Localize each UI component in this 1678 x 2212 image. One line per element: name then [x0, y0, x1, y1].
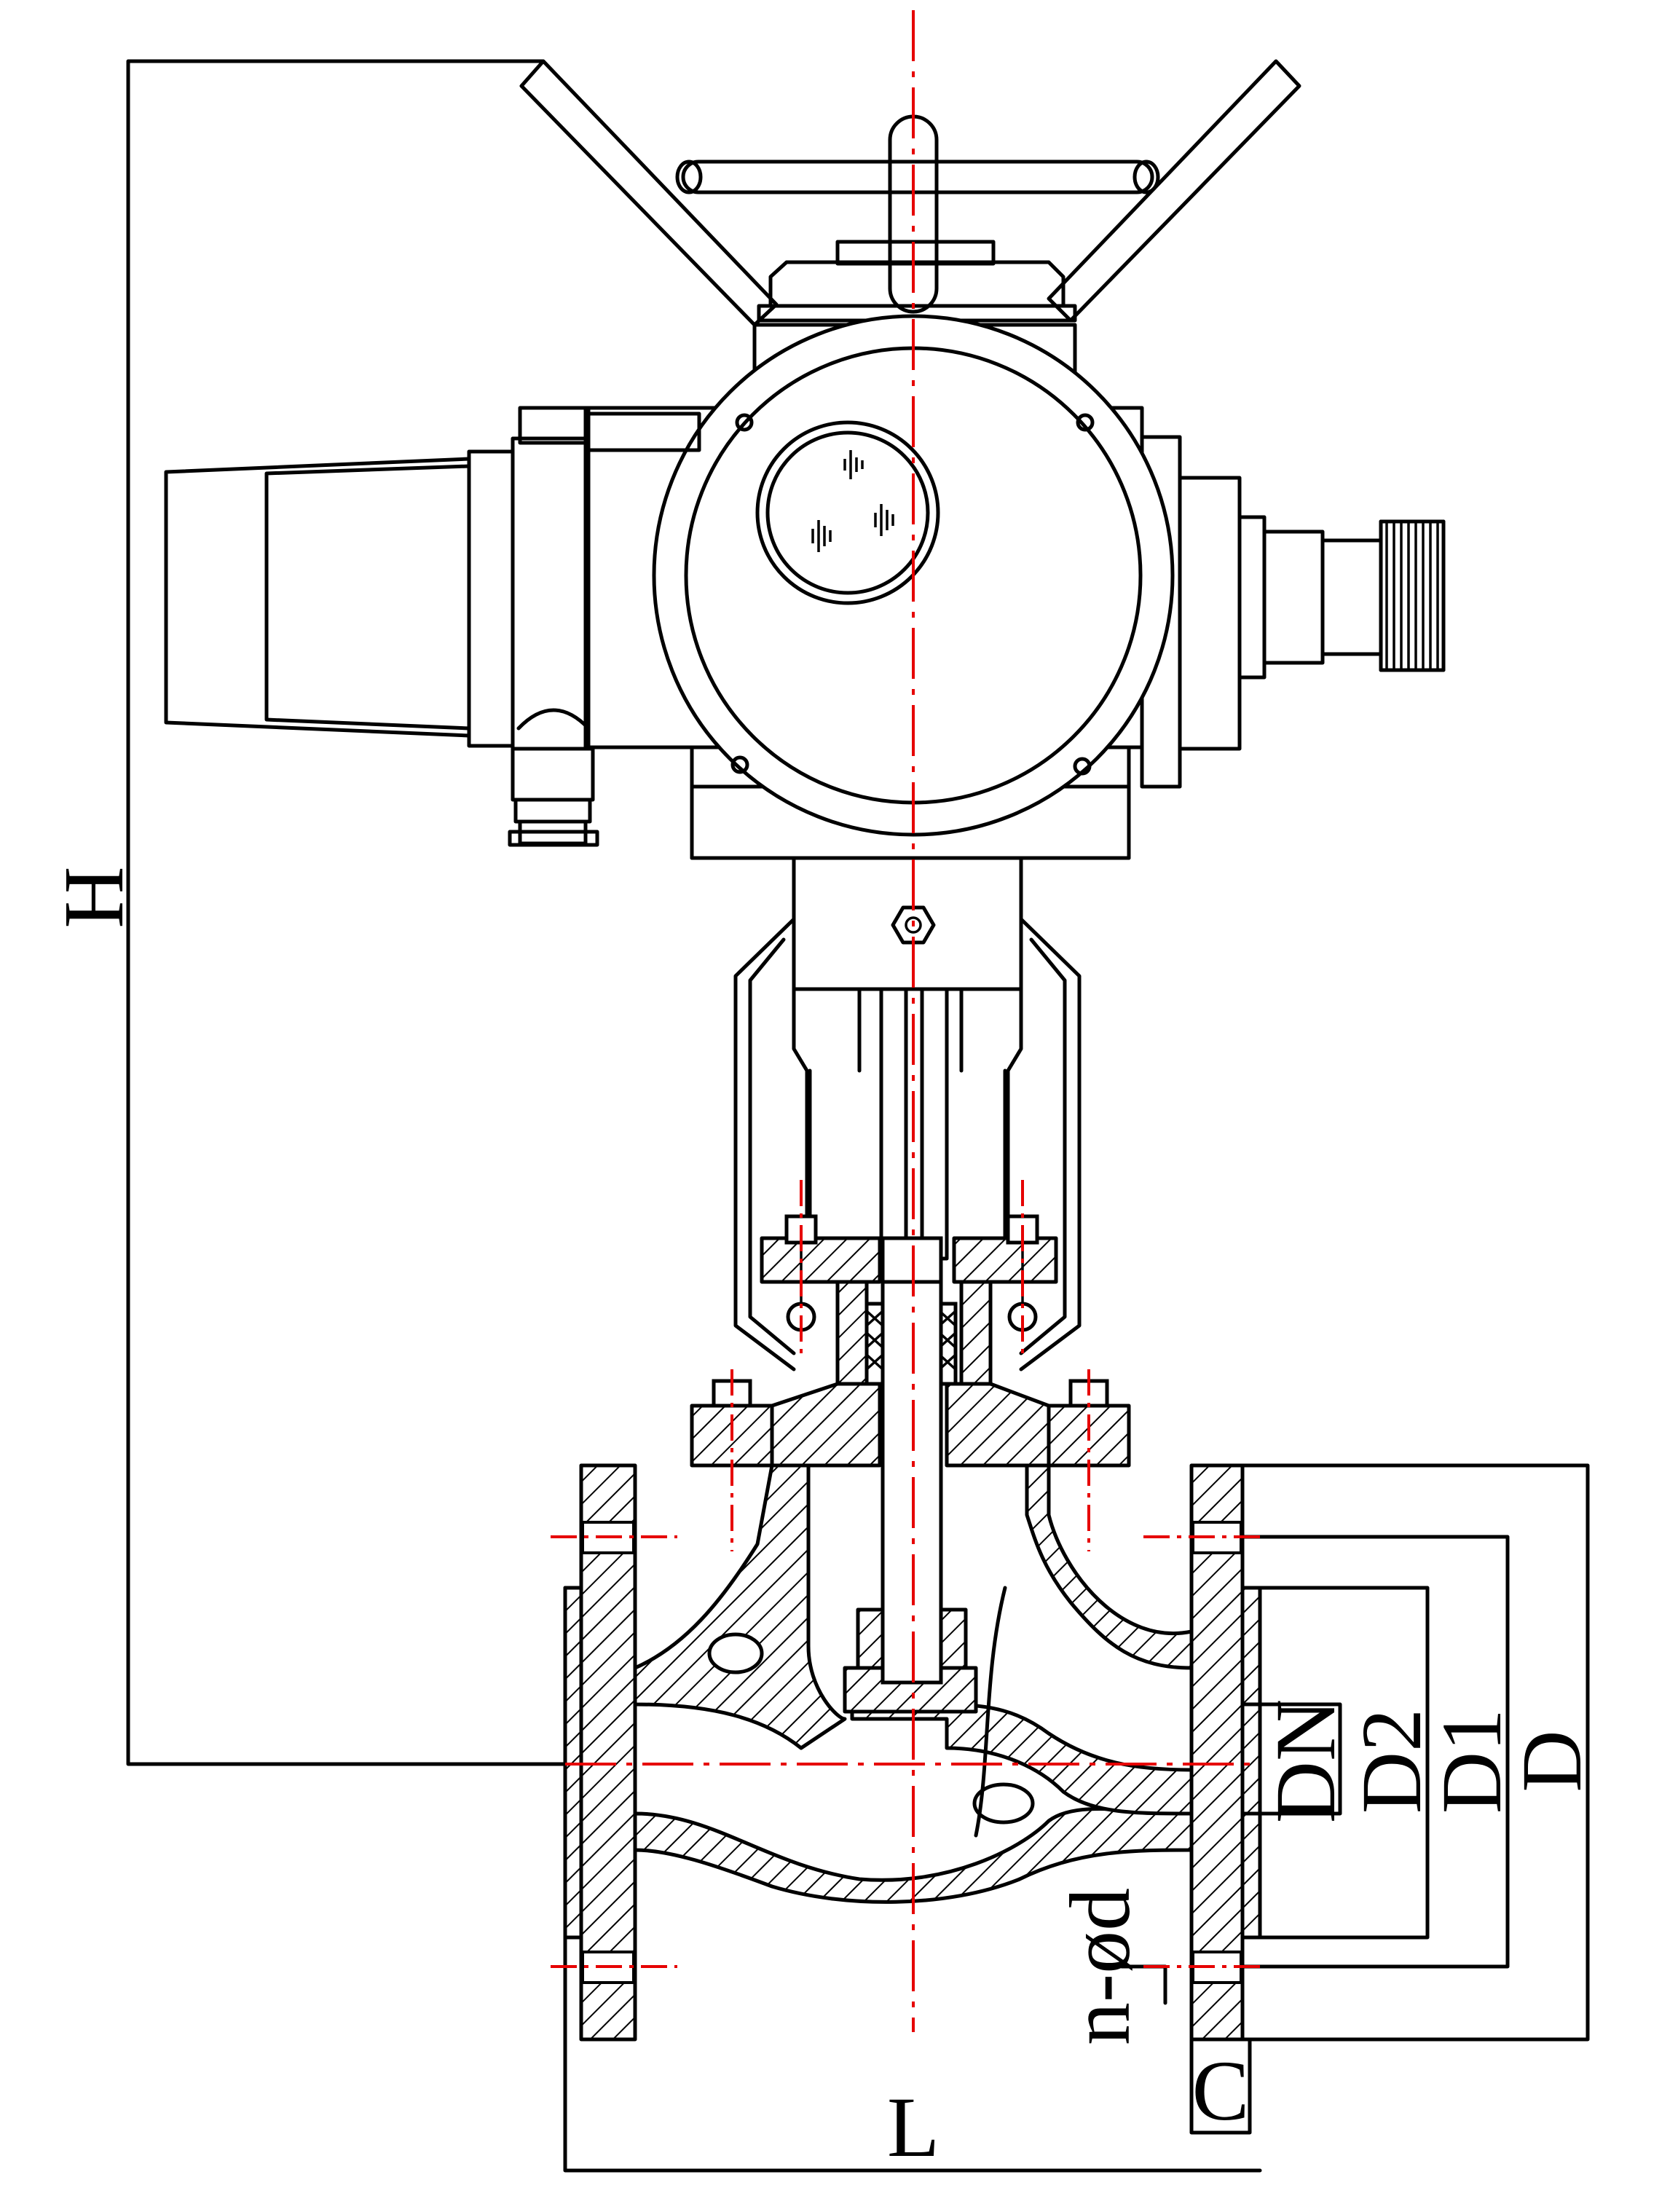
yoke	[733, 856, 1082, 1371]
centerlines	[551, 10, 1267, 2032]
dim-label-c: C	[1192, 2043, 1250, 2138]
valve-body	[563, 1236, 1262, 2173]
dim-label-d2: D2	[1344, 1709, 1439, 1814]
side-knob	[1237, 515, 1446, 680]
electric-actuator	[164, 59, 1446, 860]
indicator-window	[755, 420, 940, 605]
dim-label-bolt-holes: n-ød	[1052, 1888, 1148, 2045]
dim-label-h: H	[46, 866, 141, 928]
flange-dimensions: DN D2 D1 D n-ød C L	[887, 1463, 1599, 2175]
dim-label-d1: D1	[1424, 1709, 1519, 1814]
handwheel-icon	[519, 59, 1301, 327]
knurled-knob-icon	[1379, 519, 1446, 672]
motor	[164, 406, 701, 847]
battery-symbol-icon	[811, 450, 894, 552]
dim-label-dn: DN	[1258, 1699, 1353, 1823]
dim-label-d: D	[1504, 1730, 1599, 1792]
height-dimension: H	[46, 59, 570, 1766]
dim-label-l: L	[887, 2079, 940, 2175]
